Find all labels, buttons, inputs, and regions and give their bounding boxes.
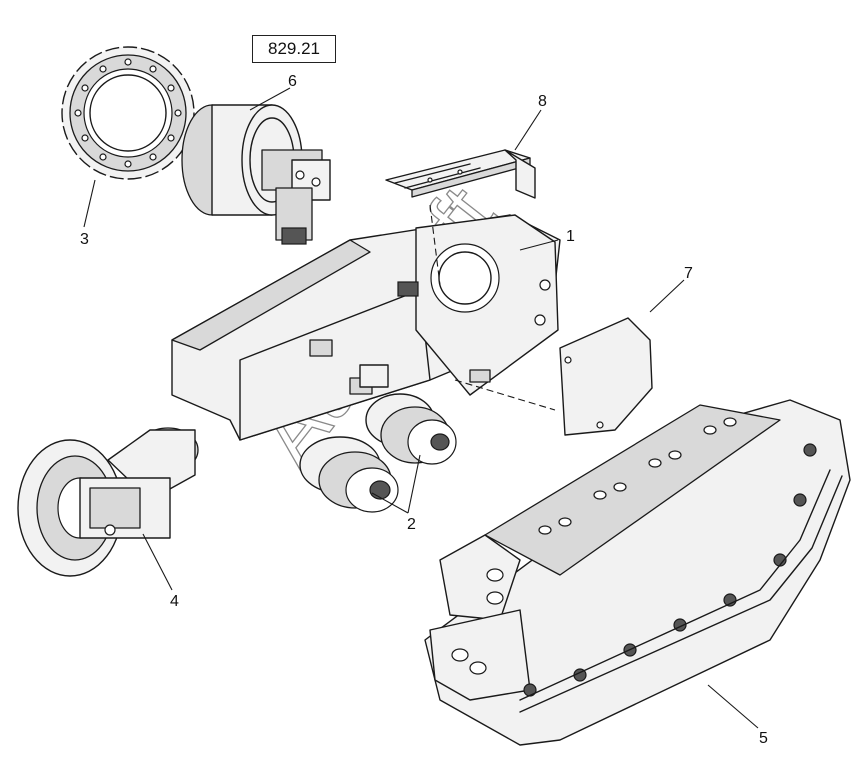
callout-6: 6 bbox=[288, 73, 297, 90]
callout-2: 2 bbox=[407, 516, 416, 533]
assembly-line-bracket bbox=[429, 204, 441, 286]
callout-3: 3 bbox=[80, 231, 89, 248]
part-2-track-rollers bbox=[299, 364, 457, 513]
part-6-travel-motor bbox=[181, 104, 331, 245]
part-8-bracket bbox=[385, 149, 536, 199]
part-3-sprocket bbox=[61, 46, 195, 180]
callout-4: 4 bbox=[170, 593, 179, 610]
assembly-line-cover bbox=[454, 379, 556, 411]
callout-5: 5 bbox=[759, 730, 768, 747]
reference-number-box: 829.21 bbox=[252, 35, 336, 63]
callout-8: 8 bbox=[538, 93, 547, 110]
leader-lines bbox=[83, 87, 759, 729]
part-7-cover bbox=[559, 317, 653, 436]
part-5-track bbox=[424, 399, 851, 746]
callout-7: 7 bbox=[684, 265, 693, 282]
part-4-idler bbox=[17, 427, 199, 577]
callout-1: 1 bbox=[566, 228, 575, 245]
